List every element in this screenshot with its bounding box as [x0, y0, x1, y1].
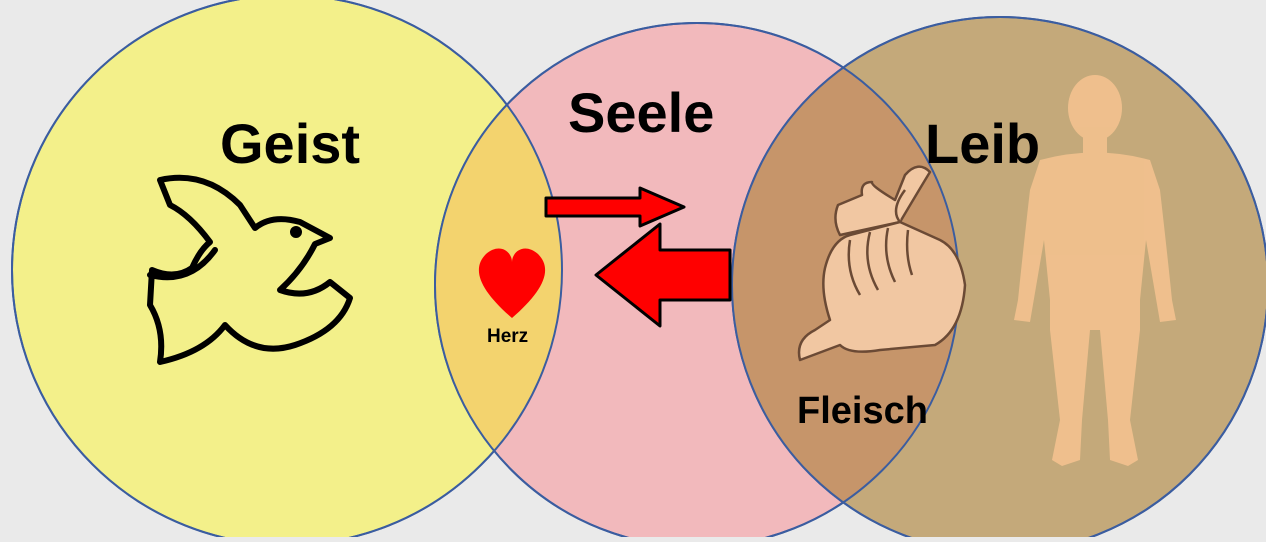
geist-label: Geist	[220, 112, 360, 175]
human-body-silhouette-icon	[1014, 75, 1176, 466]
dove-icon	[147, 174, 353, 365]
herz-label: Herz	[487, 326, 528, 347]
arrow-left-icon	[594, 222, 732, 328]
fleisch-overlap	[732, 23, 959, 542]
seele-label: Seele	[568, 81, 714, 144]
arrow-right-icon	[544, 186, 686, 228]
heart-icon	[478, 248, 546, 318]
finger-heart-hand-icon	[797, 165, 967, 362]
leib-label: Leib	[925, 112, 1040, 175]
fleisch-label: Fleisch	[797, 390, 928, 432]
